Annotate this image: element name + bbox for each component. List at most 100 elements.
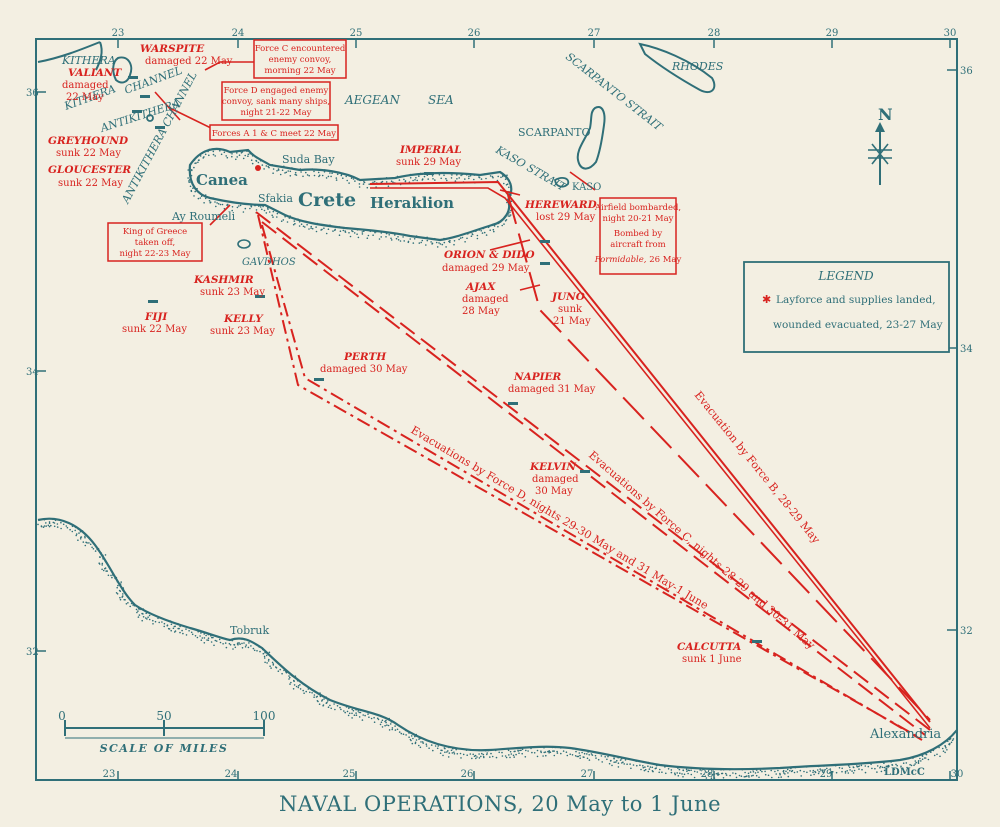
coast-dot bbox=[188, 181, 190, 183]
coast-dot bbox=[518, 752, 520, 754]
coast-dot bbox=[348, 232, 350, 234]
coast-dot bbox=[101, 568, 103, 571]
coast-dot bbox=[161, 621, 163, 623]
coast-dot bbox=[358, 183, 361, 185]
coast-dot bbox=[231, 153, 233, 155]
coast-dot bbox=[210, 635, 212, 637]
coast-dot bbox=[777, 776, 780, 779]
coast-dot bbox=[247, 646, 250, 649]
coast-dot bbox=[168, 628, 171, 630]
coast-dot bbox=[92, 548, 95, 550]
coast-dot bbox=[847, 772, 850, 774]
coast-dot bbox=[310, 227, 312, 229]
coast-dot bbox=[503, 223, 505, 225]
ship-icon bbox=[148, 300, 158, 303]
coast-dot bbox=[190, 181, 192, 183]
coast-dot bbox=[685, 768, 688, 771]
coast-dot bbox=[841, 770, 843, 773]
lon-bot-30: 30 bbox=[951, 769, 964, 780]
coast-dot bbox=[841, 767, 843, 770]
coast-dot bbox=[635, 760, 637, 762]
coast-dot bbox=[395, 237, 398, 240]
box-airfield-line4: aircraft from bbox=[610, 240, 665, 250]
coast-dot bbox=[844, 770, 847, 773]
coast-dot bbox=[334, 708, 336, 711]
coast-dot bbox=[152, 623, 154, 625]
coast-dot bbox=[372, 234, 374, 236]
coast-dot bbox=[137, 610, 139, 612]
coast-dot bbox=[187, 177, 189, 179]
coast-dot bbox=[86, 542, 88, 544]
coast-dot bbox=[757, 771, 759, 773]
coast-dot bbox=[141, 619, 143, 622]
coast-dot bbox=[816, 769, 819, 771]
coast-dot bbox=[388, 234, 391, 236]
coast-dot bbox=[362, 714, 365, 716]
coast-dot bbox=[674, 773, 676, 776]
coast-dot bbox=[921, 758, 924, 760]
coast-dot bbox=[173, 631, 176, 633]
coast-dot bbox=[397, 239, 400, 241]
ship-labels: WARSPITE damaged 22 May VALIANT damaged … bbox=[48, 43, 742, 665]
coast-dot bbox=[144, 617, 147, 619]
label-orion-dido: ORION & DIDO bbox=[444, 249, 535, 261]
coast-dot bbox=[355, 714, 358, 716]
coast-dot bbox=[263, 655, 266, 658]
coast-dot bbox=[384, 231, 387, 234]
coast-dot bbox=[874, 767, 876, 770]
coast-dot bbox=[355, 709, 357, 711]
coast-dot bbox=[238, 642, 240, 644]
north-arrow-head bbox=[875, 122, 885, 132]
coast-dot bbox=[245, 644, 247, 646]
coast-dot bbox=[207, 150, 209, 153]
coast-dot bbox=[686, 770, 688, 772]
coast-dot bbox=[286, 221, 289, 223]
coast-dot bbox=[48, 521, 51, 523]
coast-dot bbox=[324, 169, 326, 171]
coast-dot bbox=[924, 757, 927, 759]
coast-dot bbox=[52, 518, 54, 521]
coast-dot bbox=[379, 715, 382, 717]
coast-dot bbox=[752, 769, 754, 771]
coast-dot bbox=[302, 225, 305, 228]
coast-dot bbox=[928, 750, 930, 752]
coast-dot bbox=[469, 753, 472, 755]
coast-dot bbox=[232, 648, 234, 650]
coast-dot bbox=[172, 627, 175, 630]
coast-dot bbox=[562, 750, 565, 752]
coast-dot bbox=[503, 182, 505, 185]
coast-dot bbox=[94, 550, 97, 552]
label-kashmir: KASHMIR bbox=[193, 274, 254, 286]
coast-dot bbox=[190, 190, 193, 193]
coast-dot bbox=[247, 153, 250, 156]
coast-dot bbox=[377, 718, 380, 721]
coast-dot bbox=[82, 541, 85, 543]
coast-dot bbox=[368, 183, 371, 185]
coast-dot bbox=[188, 630, 190, 632]
coast-dot bbox=[861, 768, 863, 771]
coast-dot bbox=[54, 519, 57, 522]
coast-dot bbox=[860, 764, 863, 767]
coast-dot bbox=[513, 756, 515, 758]
coast-dot bbox=[432, 749, 434, 752]
coast-dot bbox=[300, 171, 302, 173]
coast-dot bbox=[154, 620, 157, 623]
coast-dot bbox=[917, 762, 920, 764]
coast-dot bbox=[439, 243, 442, 245]
coast-dot bbox=[77, 528, 80, 530]
coast-dot bbox=[249, 207, 251, 210]
coast-dot bbox=[777, 769, 779, 772]
coast-dot bbox=[292, 223, 295, 226]
coast-dot bbox=[480, 178, 483, 180]
coast-dot bbox=[412, 737, 414, 740]
coast-dot bbox=[250, 159, 253, 161]
coast-dot bbox=[43, 525, 46, 527]
coast-dot bbox=[239, 643, 241, 645]
coast-dot bbox=[199, 155, 202, 157]
coast-dot bbox=[367, 713, 369, 715]
coast-dot bbox=[226, 156, 229, 159]
coast-dot bbox=[254, 204, 256, 207]
coast-dot bbox=[228, 642, 231, 645]
coast-dot bbox=[212, 197, 214, 199]
